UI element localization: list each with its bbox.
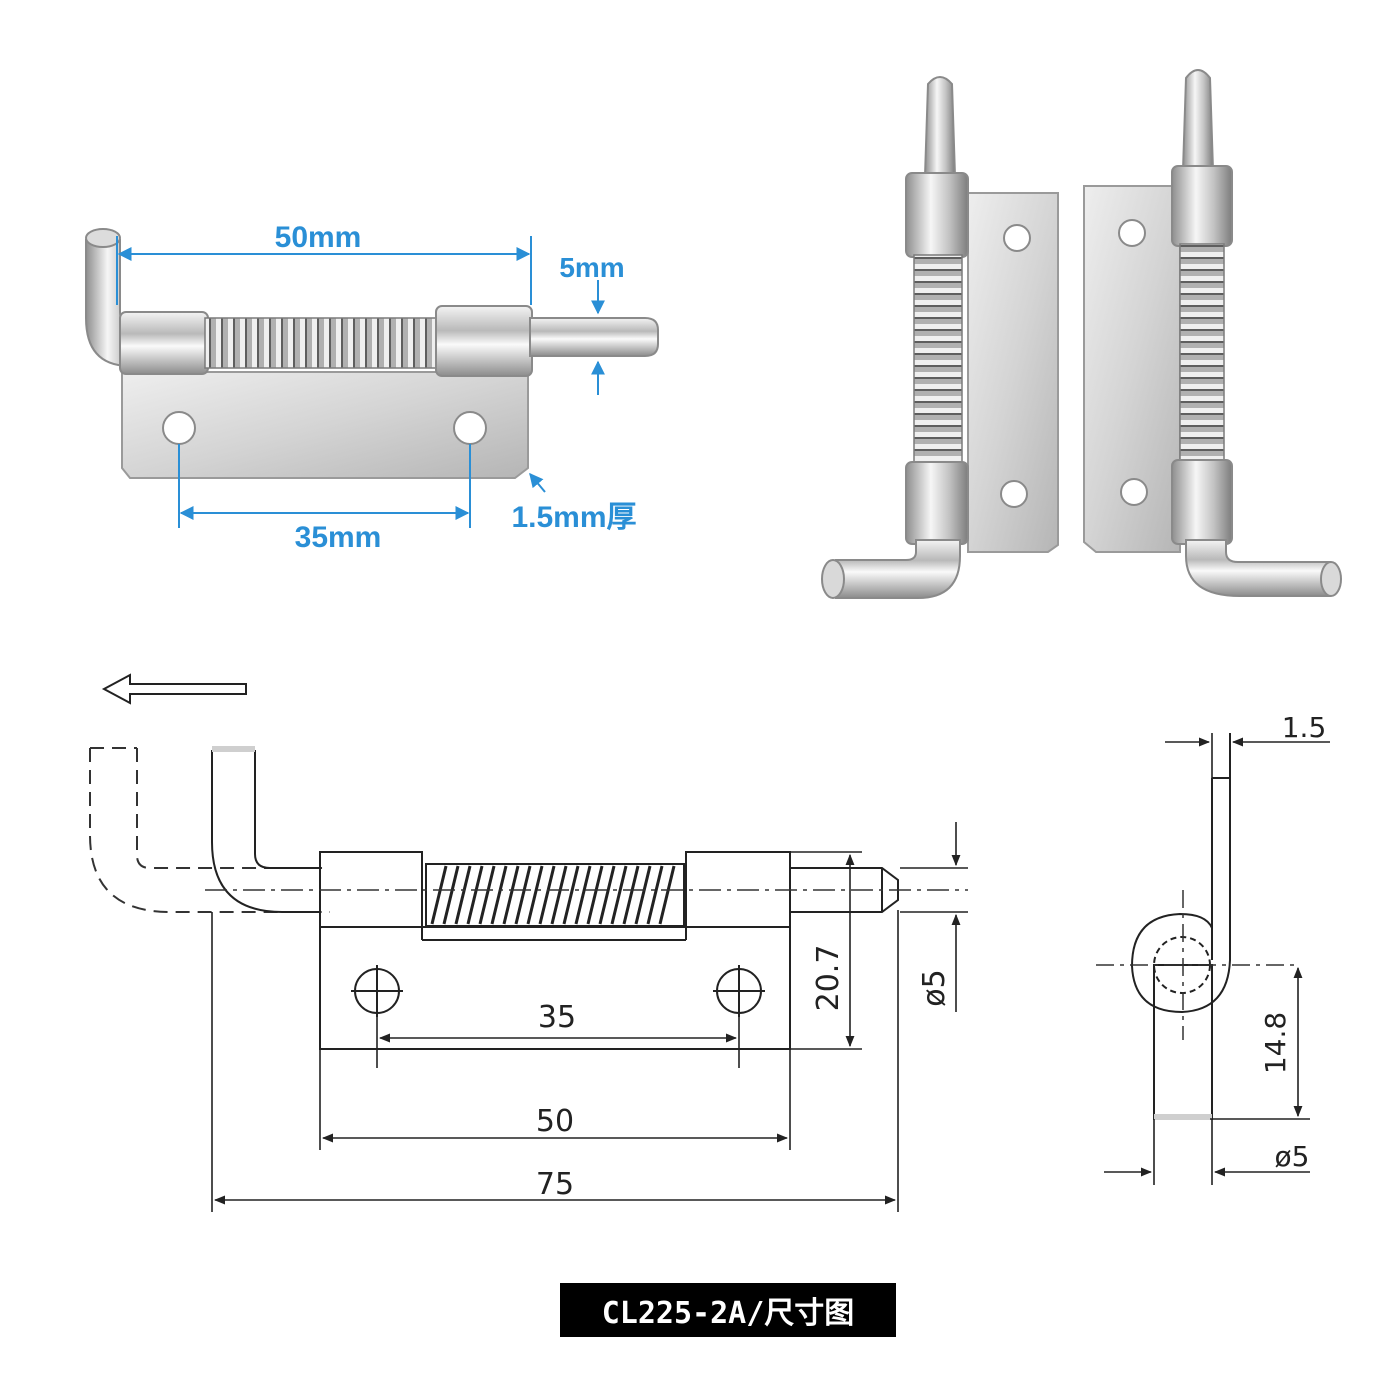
label-spacing-35mm: 35mm <box>295 521 382 554</box>
direction-arrow <box>101 673 247 705</box>
dim-side-thickness: 1.5 <box>1282 711 1327 744</box>
front-dimension-lines <box>211 822 968 1212</box>
dim-height: 20.7 <box>811 945 846 1012</box>
caption-label: CL225-2A/尺寸图 <box>560 1283 896 1337</box>
dim-plate-length: 50 <box>536 1104 574 1139</box>
photo-dimension-lines <box>116 236 605 528</box>
dim-total-length: 75 <box>536 1167 574 1202</box>
label-thickness-1-5mm: 1.5mm厚 <box>511 501 636 534</box>
latch-photo-horizontal <box>85 228 659 479</box>
dim-side-offset: 14.8 <box>1259 1012 1292 1074</box>
spring-coil-drawing <box>425 863 685 927</box>
latch-photo-vertical-left <box>821 76 1059 599</box>
label-length-50mm: 50mm <box>275 221 362 254</box>
dim-hole-spacing: 35 <box>538 1000 576 1035</box>
side-view-centerlines <box>1096 890 1300 1040</box>
latch-photo-vertical-right <box>1083 69 1342 597</box>
dim-pin-diameter: ø5 <box>917 969 952 1006</box>
handle-retracted-dashed <box>89 747 330 913</box>
side-view-drawing <box>1130 733 1231 1120</box>
side-dimension-lines <box>1104 733 1330 1185</box>
dim-side-diameter: ø5 <box>1275 1140 1310 1173</box>
label-pin-5mm: 5mm <box>559 252 624 283</box>
